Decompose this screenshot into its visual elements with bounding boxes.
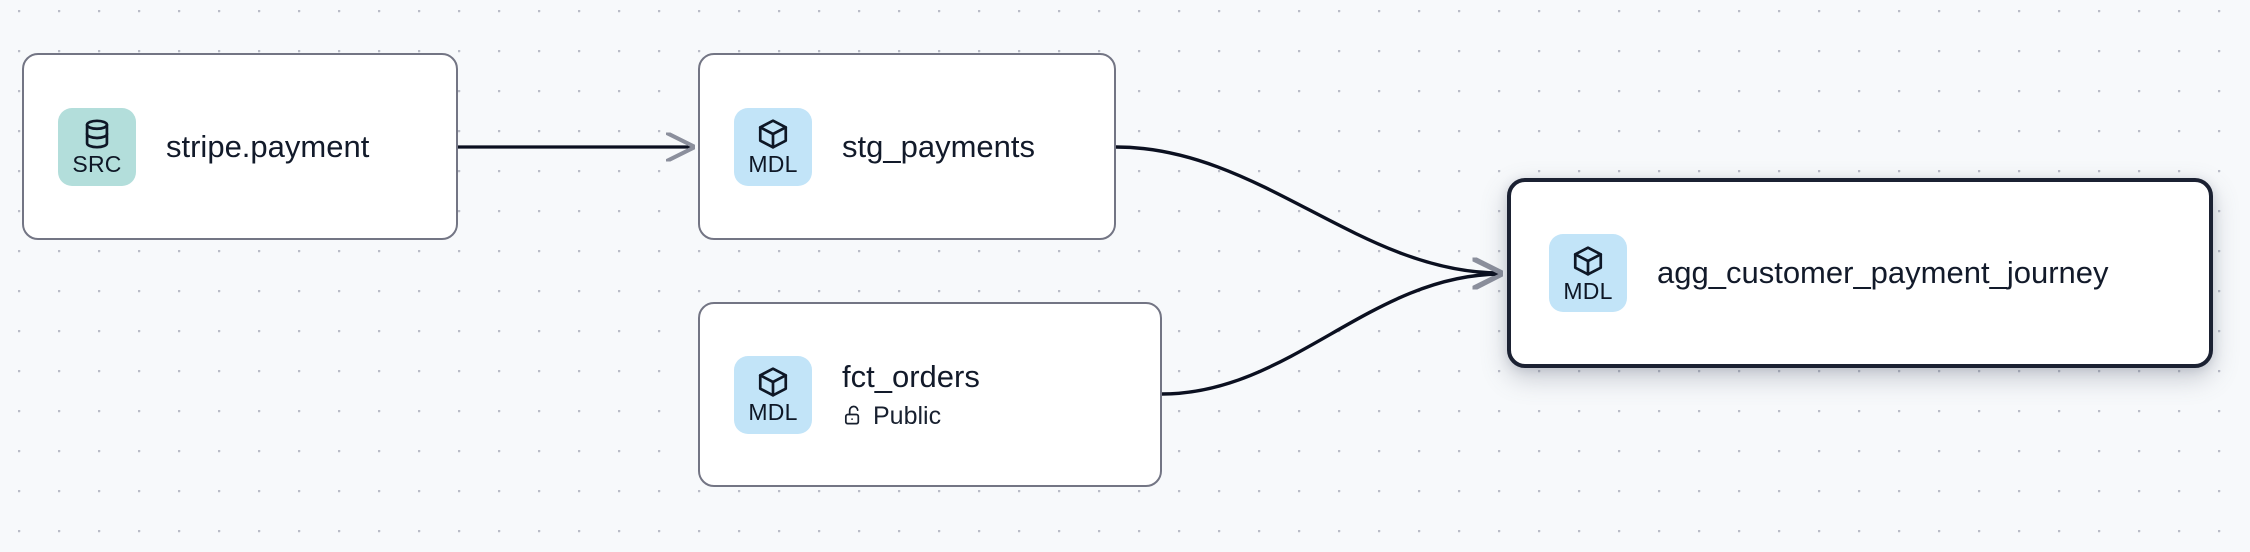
database-icon [85,119,109,149]
edge-stg-to-agg [1115,145,1500,273]
badge-mdl-label: MDL [748,399,798,425]
badge-mdl-label: MDL [1563,277,1613,304]
node-body: agg_customer_payment_journey [1657,254,2109,292]
cube-icon [758,119,788,149]
badge-mdl: MDL [734,355,812,434]
node-stripe-payment[interactable]: SRC stripe.payment [22,53,458,240]
node-stg-payments[interactable]: MDL stg_payments [698,53,1116,240]
node-body: stg_payments [842,128,1035,166]
badge-src: SRC [58,107,136,186]
node-title: agg_customer_payment_journey [1657,255,2109,290]
node-body: stripe.payment [166,128,369,166]
node-fct-orders[interactable]: MDL fct_orders Public [698,302,1162,487]
badge-src-label: SRC [72,151,122,177]
node-visibility-label: Public [873,401,942,430]
badge-mdl-label: MDL [748,151,798,177]
cube-icon [1573,245,1603,276]
node-agg-customer-payment-journey[interactable]: MDL agg_customer_payment_journey [1507,178,2213,368]
cube-icon [758,367,788,397]
node-visibility: Public [842,400,980,432]
unlock-icon [844,405,860,425]
badge-mdl: MDL [734,107,812,186]
node-body: fct_orders Public [842,358,980,432]
node-title: fct_orders [842,358,980,394]
edge-fct-to-agg [1161,274,1500,396]
badge-mdl: MDL [1549,234,1627,312]
node-title: stripe.payment [166,128,370,164]
node-title: stg_payments [842,128,1035,164]
